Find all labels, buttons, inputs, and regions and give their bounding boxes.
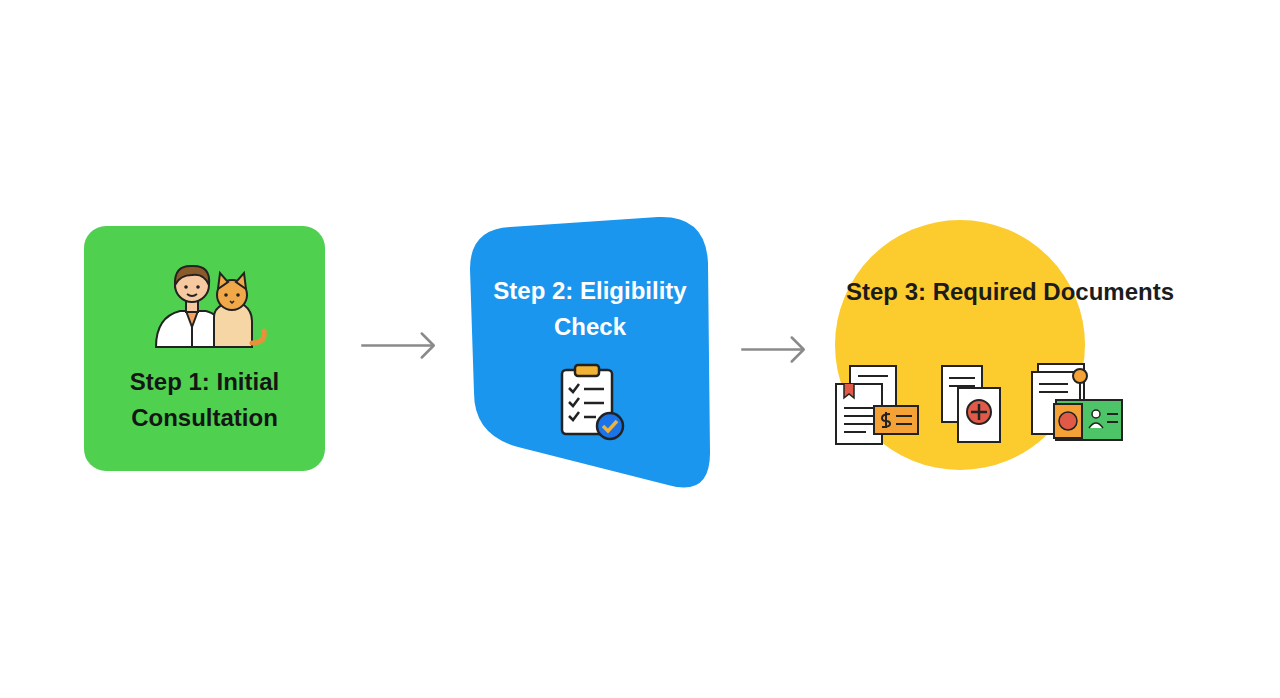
node-outline bbox=[835, 220, 1085, 470]
step-label: Step 1: Initial Consultation bbox=[94, 364, 315, 436]
node-shape bbox=[470, 215, 710, 490]
vet-illustration bbox=[148, 255, 268, 350]
step-node: Step 1: Initial Consultation bbox=[84, 226, 325, 471]
documents-icons bbox=[832, 362, 1132, 450]
flow-arrow bbox=[741, 338, 804, 362]
flow-arrow bbox=[361, 334, 434, 358]
clipboard-icon bbox=[558, 362, 628, 442]
step-node: Step 2: Eligibility Check bbox=[470, 215, 710, 490]
step-label: Step 3: Required Documents bbox=[840, 274, 1180, 310]
step-label: Step 2: Eligibility Check bbox=[478, 273, 702, 345]
node-outline bbox=[470, 217, 710, 488]
